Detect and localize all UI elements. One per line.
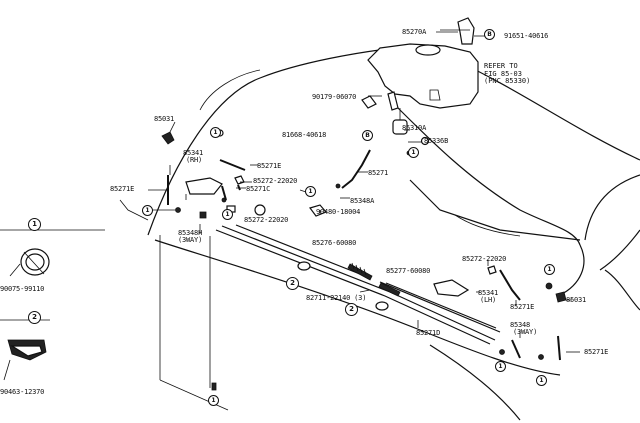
refer-note: REFER TO FIG 85-03 (PNC 85330) [484, 62, 531, 85]
part-label-85341-rh-side: (RH) [186, 156, 203, 164]
part-label-85310A: 85310A [402, 124, 427, 132]
part-label-85271E-upper: 85271E [257, 162, 282, 170]
part-label-85271: 85271 [368, 169, 389, 177]
callout-1-center: 1 [222, 209, 233, 220]
part-label-85031-rh: 85031 [154, 115, 175, 123]
washer-tank [367, 17, 479, 111]
part-label-85272-22020-right: 85272-22020 [462, 255, 507, 263]
part-label-81668-40618: 81668-40618 [282, 131, 327, 139]
part-label-85348H: 85348H [178, 229, 203, 237]
part-label-91651-40616: 91651-40616 [504, 32, 549, 40]
part-label-90075-99110: 90075-99110 [0, 285, 45, 293]
callout-1-hose: 1 [408, 147, 419, 158]
part-label-85348: 85348 [510, 321, 531, 329]
part-label-85271E-lower: 85271E [584, 348, 609, 356]
callout-1-mid: 1 [305, 186, 316, 197]
part-label-90463-12370: 90463-12370 [0, 388, 45, 396]
callout-2-clamp-a: 2 [286, 277, 299, 290]
callout-1-rh-top: 1 [210, 127, 221, 138]
callout-1-bottom: 1 [208, 395, 219, 406]
part-label-85348A: 85348A [350, 197, 375, 205]
callout-b-pump: B [362, 130, 373, 141]
callout-b-tank: B [484, 29, 495, 40]
part-label-85341-lh-side: (LH) [480, 296, 497, 304]
part-label-85031-lh: 85031 [566, 296, 587, 304]
leader-lines [148, 31, 580, 411]
part-label-85277-60080: 85277-60080 [386, 267, 431, 275]
part-label-85336B: 85336B [424, 137, 449, 145]
washer-hoses [167, 149, 561, 361]
part-label-85276-60080: 85276-60080 [312, 239, 357, 247]
part-label-85348-3way: (3WAY) [513, 328, 538, 336]
part-label-85272-22020-upper: 85272-22020 [253, 177, 298, 185]
part-label-85271D: 85271D [416, 329, 441, 337]
callout-1-inset: 1 [28, 218, 41, 231]
part-label-85271E-right: 85271E [510, 303, 535, 311]
part-label-82711-22140: 82711-22140 (3) [306, 294, 367, 302]
washer-nozzles [185, 177, 470, 297]
part-label-90179-06070: 90179-06070 [312, 93, 357, 101]
part-label-85341-rh: 85341 [183, 149, 204, 157]
part-label-85271C: 85271C [246, 185, 271, 193]
part-label-85341-lh: 85341 [478, 289, 499, 297]
detail-insets [0, 229, 105, 381]
part-label-90480-18004: 90480-18004 [316, 208, 361, 216]
callout-1-lower-a: 1 [495, 361, 506, 372]
hose-clamps [297, 261, 401, 311]
washer-pump [392, 108, 430, 146]
part-label-85348H-3way: (3WAY) [178, 236, 203, 244]
callout-2-inset: 2 [28, 311, 41, 324]
callout-1-lower-b: 1 [536, 375, 547, 386]
callout-1-right: 1 [544, 264, 555, 275]
part-label-85272-22020-mid: 85272-22020 [244, 216, 289, 224]
callout-2-clamp-b: 2 [345, 303, 358, 316]
part-label-85270A: 85270A [402, 28, 427, 36]
callout-1-left: 1 [142, 205, 153, 216]
part-label-85271E-left: 85271E [110, 185, 135, 193]
